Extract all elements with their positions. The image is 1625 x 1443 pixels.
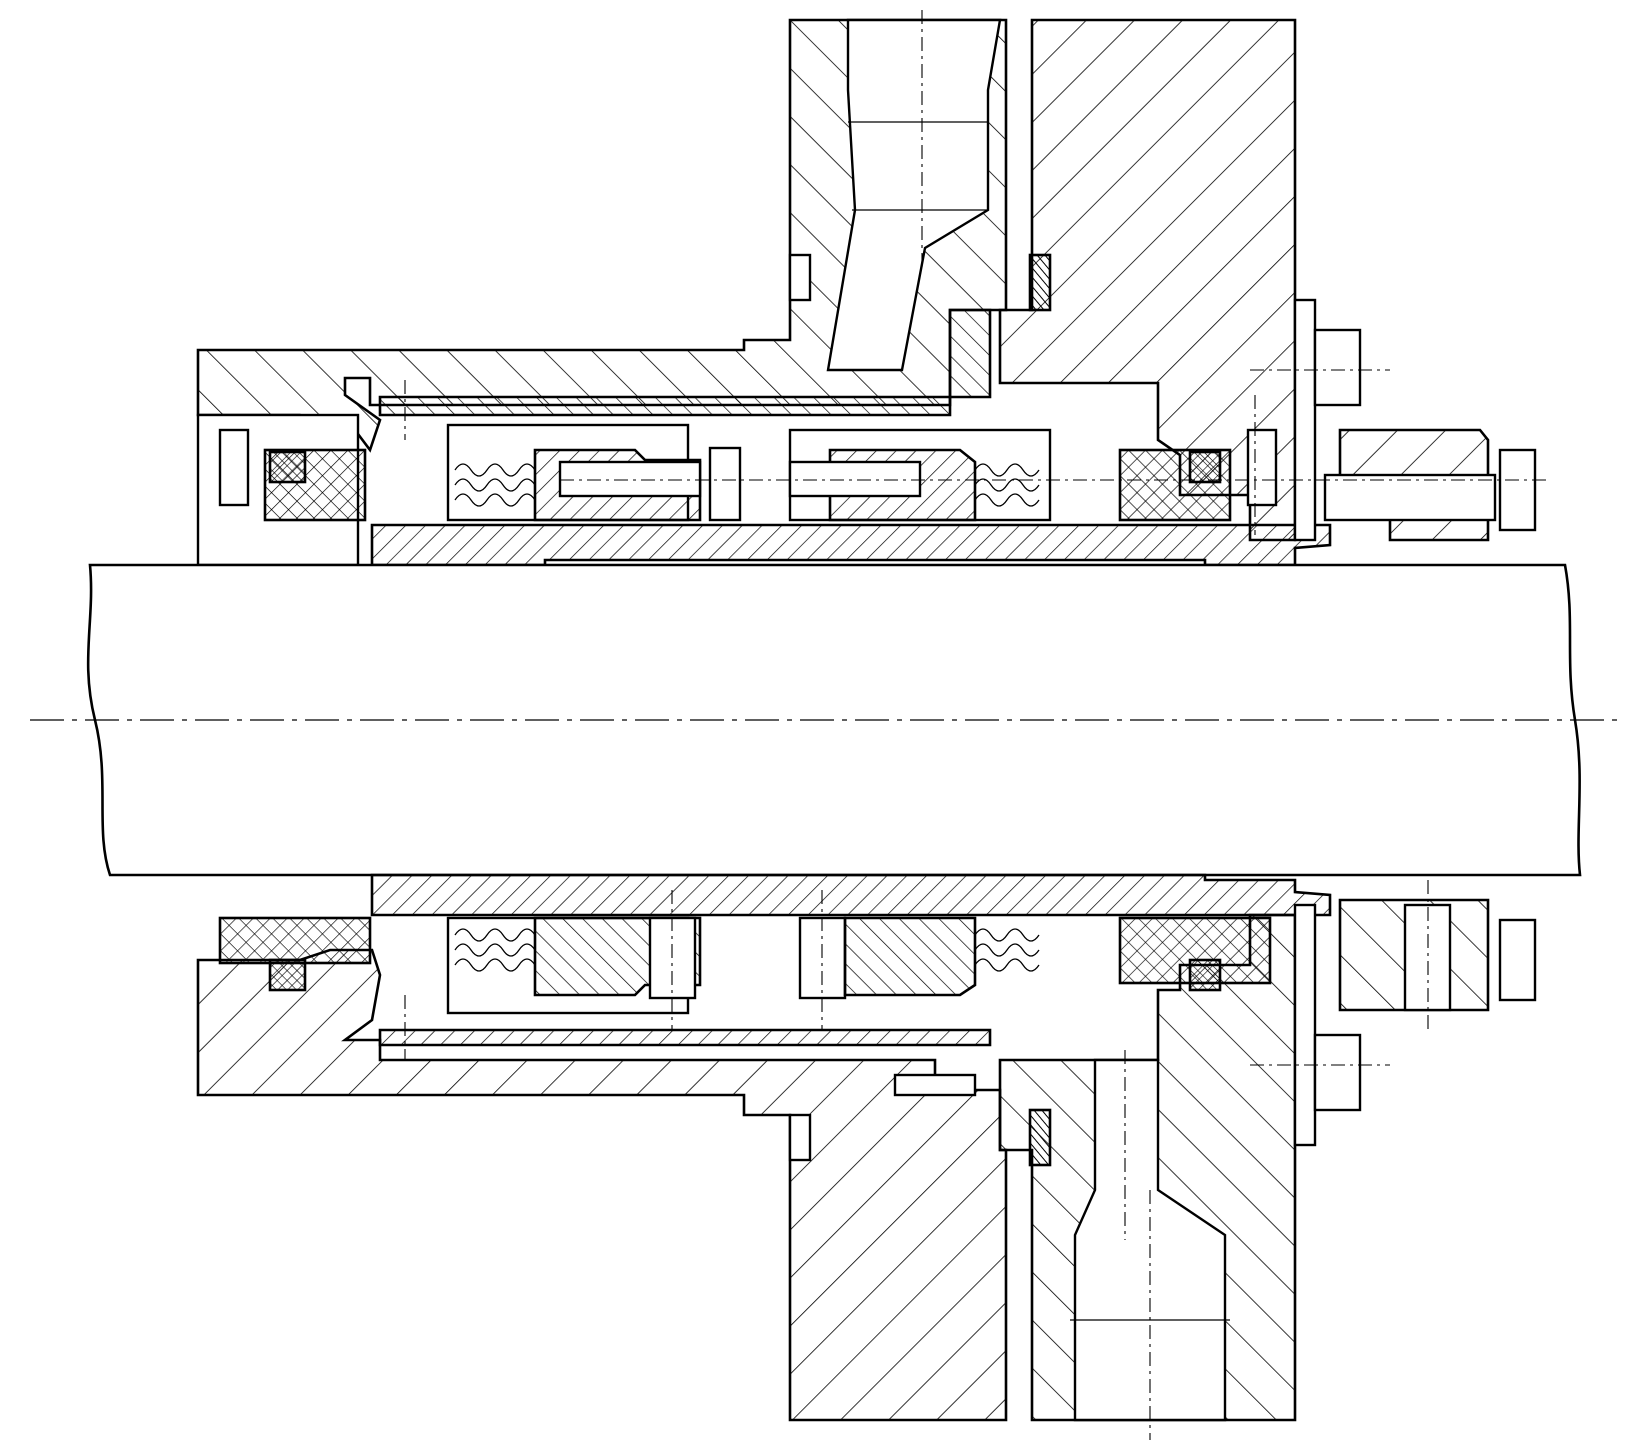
gasket-lower — [1028, 1108, 1052, 1167]
inlet-port-upper — [826, 18, 1002, 372]
screw-head-right-lower — [1498, 918, 1537, 1002]
spring-right-lower — [974, 928, 1040, 972]
spring-left-upper — [454, 463, 536, 507]
shaft-body — [86, 563, 1582, 877]
o-ring-right-lower — [1188, 958, 1222, 992]
gasket-upper — [1028, 253, 1052, 312]
o-ring-left-lower — [268, 958, 307, 992]
pin-left-upper — [218, 428, 250, 507]
key-lower — [893, 1073, 977, 1097]
rotating-ring-right-lower — [843, 916, 977, 997]
o-ring-left-upper — [268, 450, 307, 484]
flange-plate-right-lower — [1293, 903, 1317, 1147]
lower-half-section — [196, 873, 1537, 1440]
outlet-port-lower — [1073, 1058, 1227, 1422]
packing-ring-left-lower — [218, 916, 372, 965]
bolt-head-right-upper — [1313, 328, 1362, 407]
notch-lower — [788, 1113, 812, 1162]
screw-head-right-upper — [1498, 448, 1537, 532]
gland-lower — [196, 948, 1008, 1422]
pin-right-upper — [1246, 428, 1278, 507]
bolt-head-right-lower — [1313, 1033, 1362, 1112]
seat-tube-upper — [378, 308, 992, 417]
seat-tube-lower — [378, 1028, 992, 1047]
upper-half-section — [196, 10, 1550, 567]
spring-left-lower — [454, 928, 536, 972]
bolt-left-upper — [558, 460, 702, 498]
shaft — [30, 563, 1620, 877]
packing-ring-right-upper — [1118, 448, 1232, 522]
set-screw-right-upper — [1323, 473, 1497, 522]
nut-center-upper — [708, 446, 742, 522]
notch-upper — [788, 253, 812, 302]
shaft-sleeve-upper — [370, 523, 1332, 567]
shaft-sleeve-lower — [370, 873, 1332, 917]
bolt-right-upper — [788, 460, 922, 498]
o-ring-right-upper — [1188, 450, 1222, 484]
flange-plate-right-upper — [1293, 298, 1317, 542]
